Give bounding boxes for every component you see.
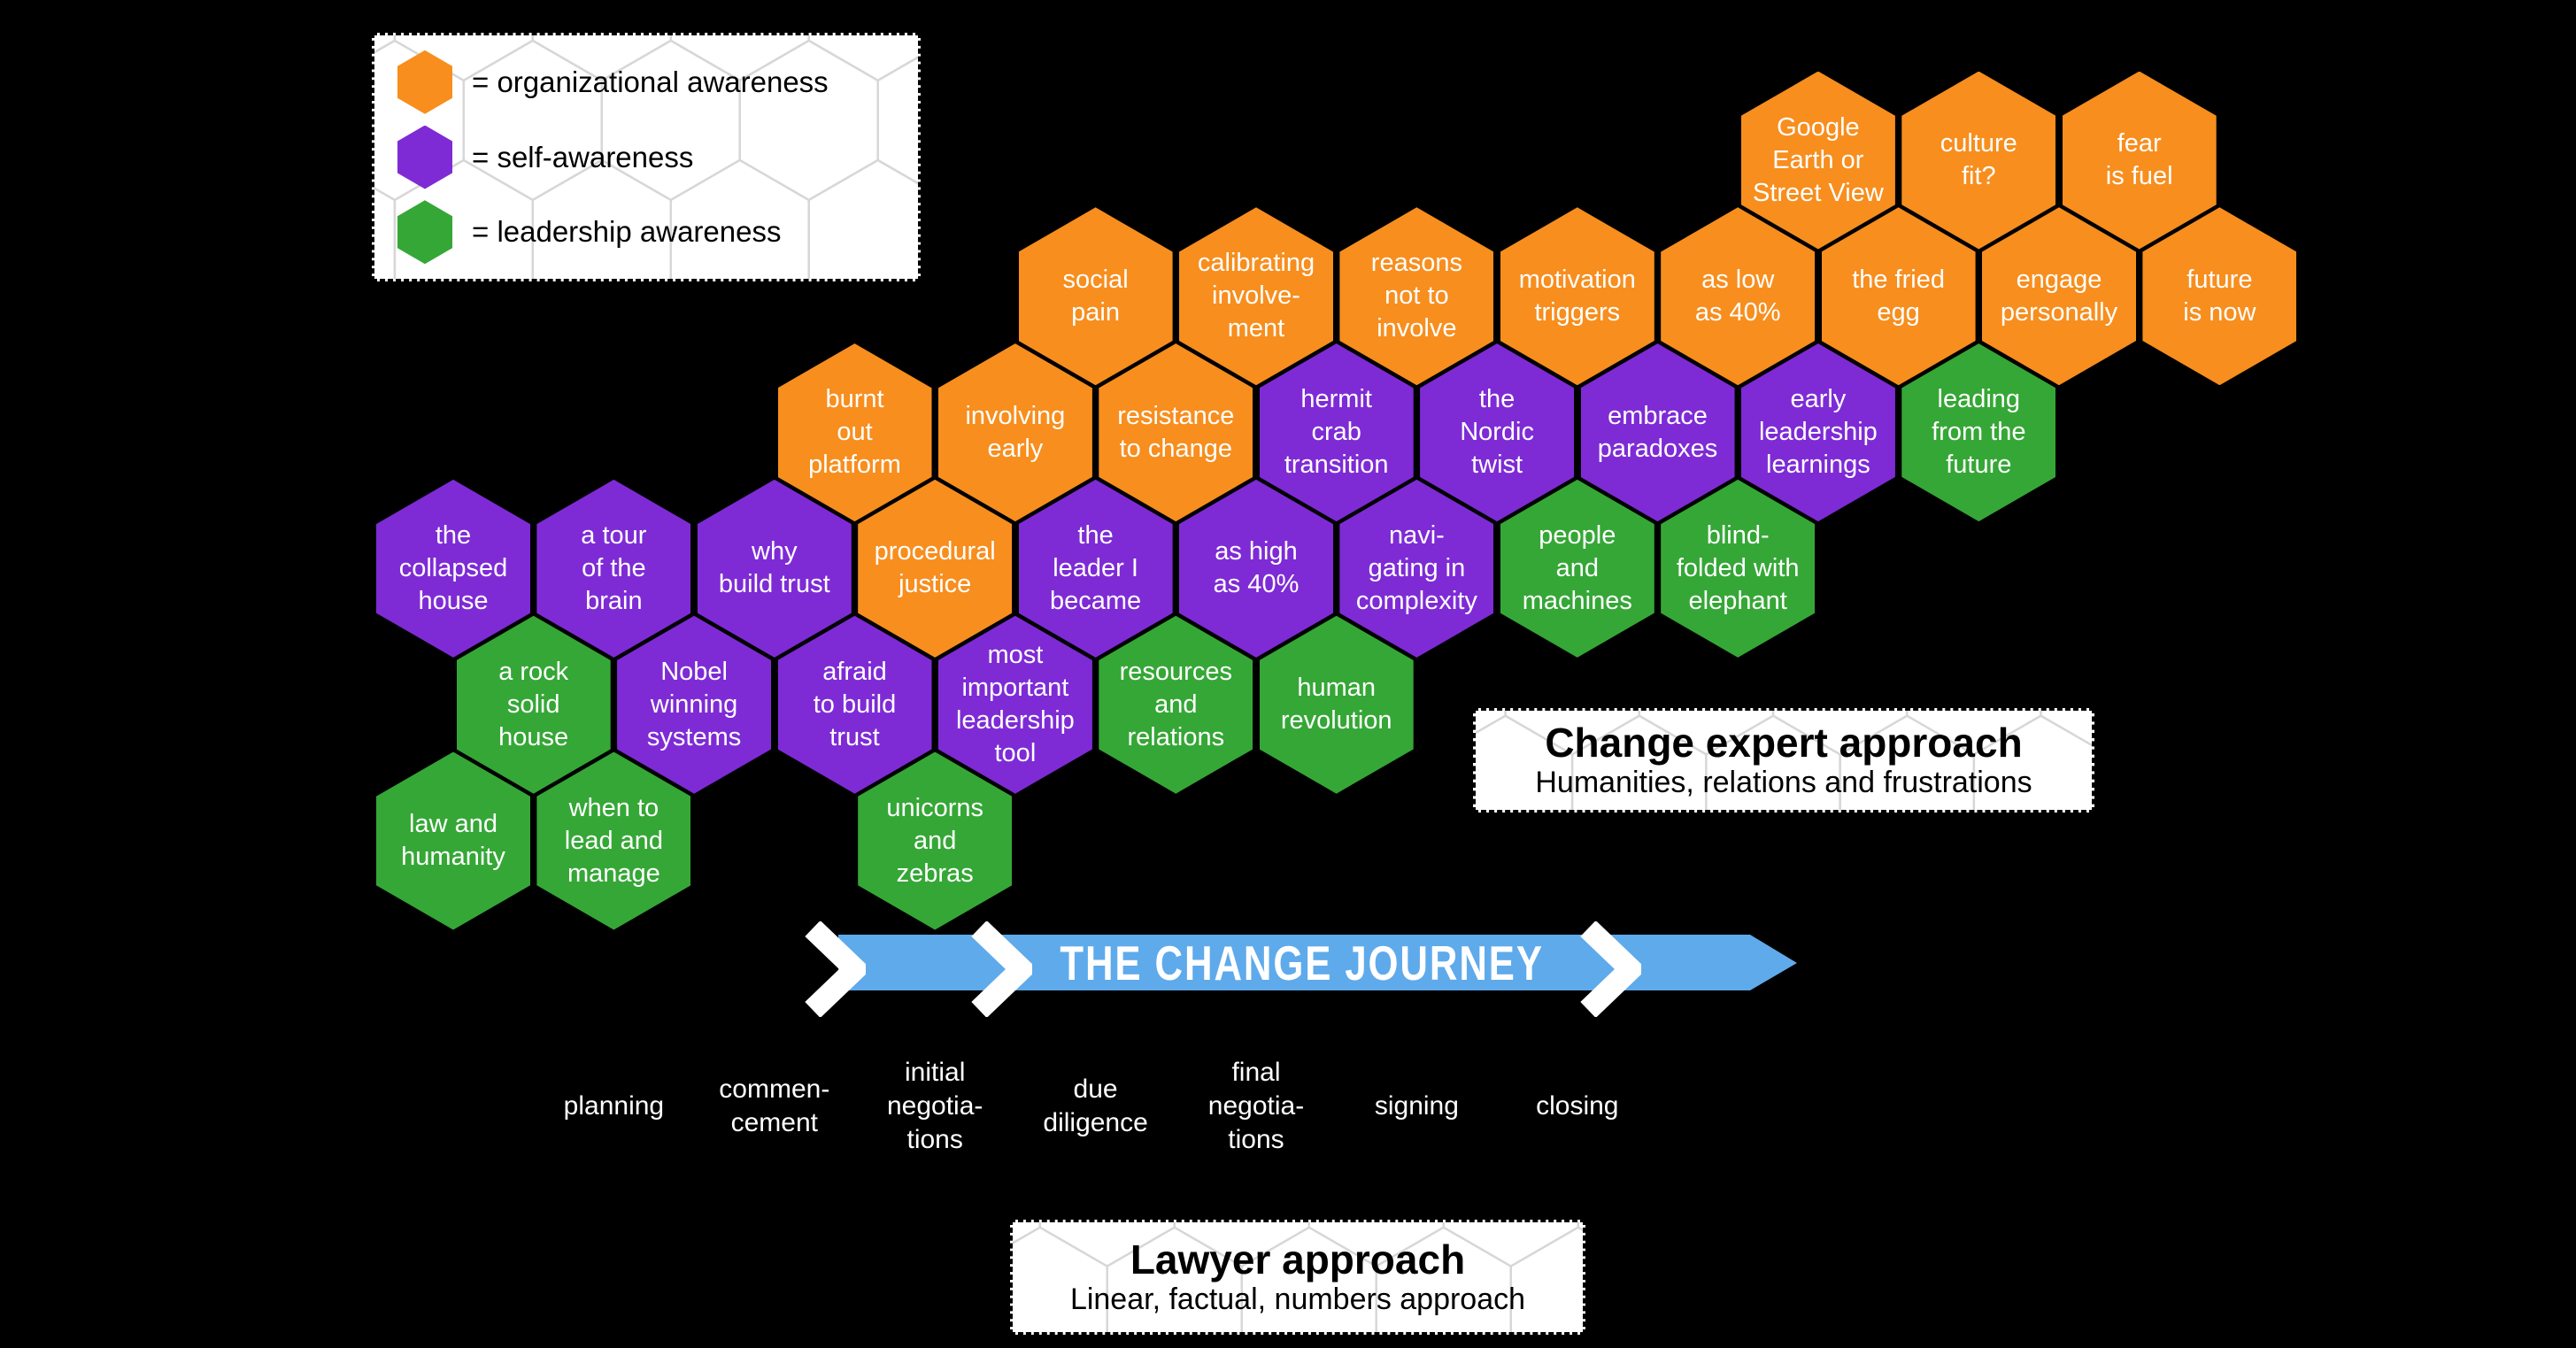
- chevron-right-icon: [971, 921, 1032, 1017]
- phase-label-commen-cement: commen-cement: [719, 1075, 830, 1137]
- legend-item-self: = self-awareness: [397, 125, 909, 189]
- legend-item-organizational: = organizational awareness: [397, 50, 909, 114]
- lawyer-approach-title: Lawyer approach: [1130, 1236, 1466, 1283]
- lawyer-approach-subtitle: Linear, factual, numbers approach: [1069, 1283, 1526, 1317]
- change-expert-approach-subtitle: Humanities, relations and frustrations: [1535, 766, 2032, 800]
- green-hexagon-icon: [397, 200, 452, 265]
- arrow-tip: [1750, 935, 1797, 990]
- phase-label-closing: closing: [1536, 1091, 1619, 1121]
- legend: = organizational awareness = self-awaren…: [372, 33, 921, 281]
- change-expert-approach-box: Change expert approach Humanities, relat…: [1473, 708, 2094, 813]
- journey-arrow-label: THE CHANGE JOURNEY: [1060, 935, 1545, 990]
- legend-label: = self-awareness: [472, 140, 694, 173]
- legend-label: = leadership awareness: [472, 215, 782, 249]
- lawyer-approach-box: Lawyer approach Linear, factual, numbers…: [1010, 1220, 1585, 1335]
- legend-label: = organizational awareness: [472, 65, 829, 98]
- orange-hexagon-icon: [397, 50, 452, 114]
- chevron-right-icon: [1580, 921, 1641, 1017]
- change-expert-approach-title: Change expert approach: [1545, 719, 2023, 766]
- phase-label-planning: planning: [563, 1091, 665, 1121]
- purple-hexagon-icon: [397, 125, 452, 189]
- phase-label-signing: signing: [1374, 1091, 1459, 1121]
- legend-item-leadership: = leadership awareness: [397, 200, 909, 265]
- chevron-right-icon: [805, 921, 866, 1017]
